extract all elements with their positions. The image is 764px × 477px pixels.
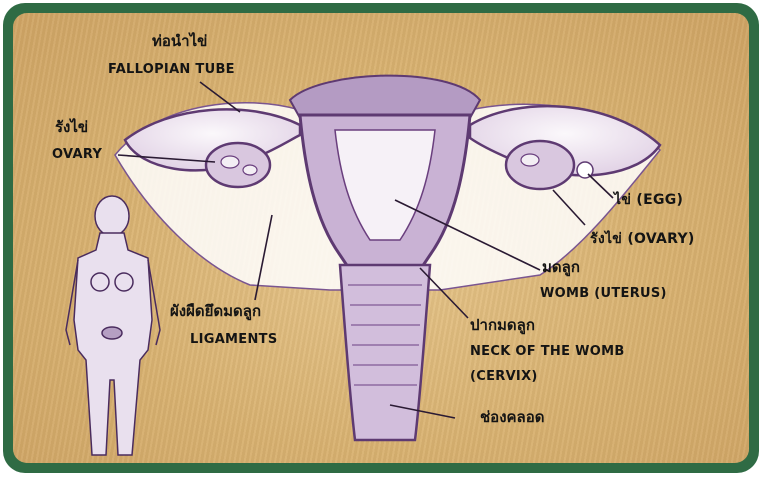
label-cervix-english-2: (CERVIX) <box>470 370 538 383</box>
label-vagina-thai: ช่องคลอด <box>480 410 545 425</box>
label-womb-english: WOMB (UTERUS) <box>540 287 667 300</box>
female-figure <box>66 196 160 455</box>
label-egg: ไข่ (EGG) <box>614 193 683 207</box>
label-fallopian-thai: ท่อนำไข่ <box>152 34 207 49</box>
label-fallopian-english: FALLOPIAN TUBE <box>108 63 235 76</box>
cervix-vagina <box>340 265 430 440</box>
label-cervix-english-1: NECK OF THE WOMB <box>470 345 625 358</box>
label-ovary-right: รังไข่ (OVARY) <box>590 232 695 246</box>
label-cervix-thai: ปากมดลูก <box>470 318 535 333</box>
label-ligament-english: LIGAMENTS <box>190 333 277 346</box>
right-ovary-shape <box>506 141 574 189</box>
label-ovary-left-english: OVARY <box>52 148 102 161</box>
label-womb-thai: มดลูก <box>542 260 580 275</box>
uterine-fundus <box>290 76 480 118</box>
label-ovary-left-thai: รังไข่ <box>55 120 88 135</box>
label-ligament-thai: ผังผืดยึดมดลูก <box>170 304 261 319</box>
